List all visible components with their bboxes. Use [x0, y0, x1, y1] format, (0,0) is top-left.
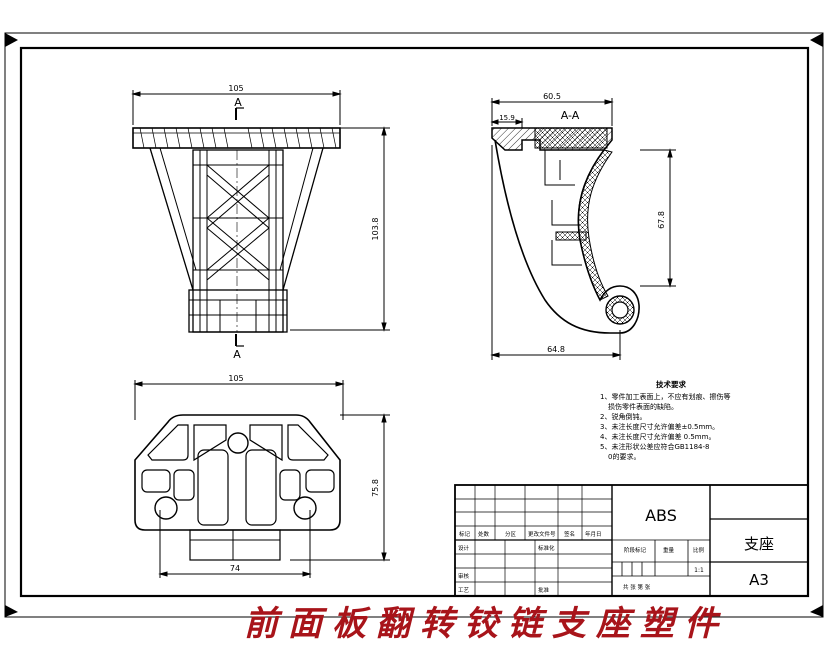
section-height-dimension: 67.8: [657, 211, 666, 229]
title-row-labels: 设计 标准化 审核 工艺 批准: [458, 544, 555, 594]
title-block: [454, 484, 809, 597]
note-line-4: 3、未注长度尺寸允许偏差±0.5mm。: [600, 422, 719, 431]
title-sheet-size: A3: [749, 571, 769, 589]
note-line-6: 5、未注形状公差应符合GB1184-8: [600, 442, 709, 451]
title-material: ABS: [645, 506, 677, 525]
row-label-review: 审核: [458, 572, 470, 580]
section-label-bottom: A: [233, 348, 241, 361]
header-label-3: 分区: [505, 530, 517, 538]
header-label-6: 年月日: [585, 530, 602, 538]
note-line-1: 1、零件加工表面上，不应有划痕、擦伤等: [600, 392, 730, 401]
drawing-caption-banner: 前面板翻转铰链支座塑件: [244, 604, 728, 644]
plan-height-dimension: 75.8: [371, 479, 380, 497]
stage-label-mark: 阶段标记: [624, 546, 647, 554]
front-view: [131, 90, 390, 347]
front-height-dimension: 103.8: [371, 218, 380, 241]
header-label-4: 更改文件号: [528, 530, 556, 538]
section-title: A-A: [561, 109, 580, 122]
stage-label-scale: 比例: [693, 546, 705, 554]
note-line-2: 损伤零件表面的缺陷。: [608, 402, 678, 411]
row-label-process: 工艺: [458, 587, 470, 594]
header-label-2: 处数: [478, 530, 490, 538]
title-stage-labels: 阶段标记 重量 比例 共 张 第 张: [623, 546, 705, 591]
row-label-approve: 批准: [538, 586, 550, 594]
row-label-design: 设计: [458, 544, 470, 552]
plan-width-dimension: 105: [228, 374, 243, 383]
header-label-5: 签名: [564, 530, 575, 538]
title-header-labels: 标记 处数 分区 更改文件号 签名 年月日: [459, 530, 602, 538]
section-label-top: A: [234, 96, 242, 109]
note-line-5: 4、未注长度尺寸允许偏差 0.5mm。: [600, 432, 715, 441]
front-width-dimension: 105: [228, 84, 243, 93]
stage-label-weight: 重量: [663, 546, 675, 554]
section-bottom-dimension: 64.8: [547, 345, 565, 354]
section-view: [490, 98, 676, 360]
drawing-border: [4, 32, 824, 618]
note-line-3: 2、锐角倒钝。: [600, 412, 646, 421]
section-small-dimension: 15.9: [499, 114, 515, 122]
sheet-count-label: 共 张 第 张: [623, 583, 651, 591]
header-label-1: 标记: [459, 530, 471, 538]
note-line-7: 0的要求。: [608, 452, 640, 461]
section-top-dimension: 60.5: [543, 92, 561, 101]
title-part-name: 支座: [744, 535, 774, 553]
title-scale: 1:1: [694, 567, 704, 574]
row-label-standard: 标准化: [538, 544, 555, 552]
plan-view: [133, 380, 390, 578]
technical-notes: 技术要求 1、零件加工表面上，不应有划痕、擦伤等 损伤零件表面的缺陷。 2、锐角…: [600, 379, 730, 461]
plan-bottom-dimension: 74: [230, 564, 240, 573]
notes-heading: 技术要求: [656, 379, 686, 389]
